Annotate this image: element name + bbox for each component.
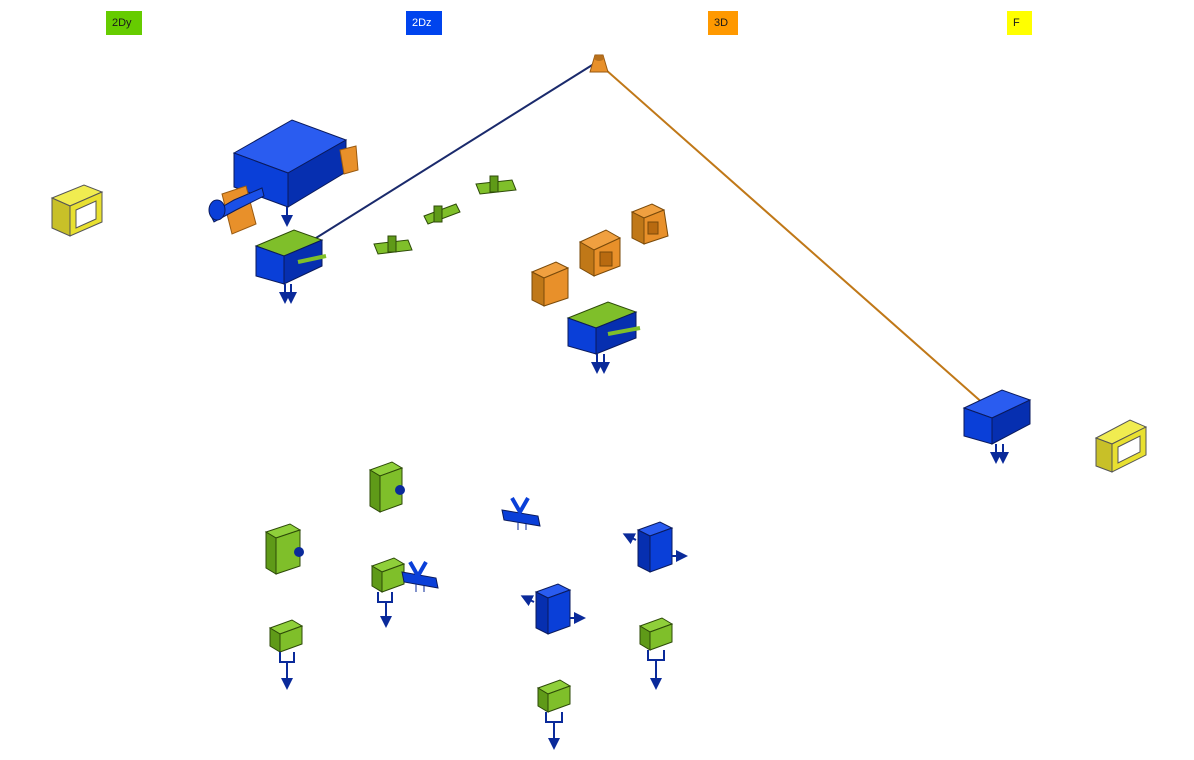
legend-tag-f: F — [1007, 11, 1032, 35]
blue-block-1[interactable] — [622, 521, 688, 573]
green-connector-3[interactable] — [475, 175, 517, 195]
green-element-2[interactable] — [264, 523, 304, 575]
legend-tag-3d: 3D — [708, 11, 738, 35]
orange-element-2[interactable] — [578, 229, 622, 277]
blue-block-2[interactable] — [520, 583, 586, 635]
blue-box-right[interactable] — [962, 389, 1032, 464]
blue-box-left[interactable] — [254, 229, 327, 304]
blue-y-connector-2[interactable] — [401, 561, 439, 592]
green-connector-2[interactable] — [423, 203, 461, 225]
yellow-frame-left[interactable] — [50, 184, 104, 237]
green-connector-1[interactable] — [373, 235, 413, 255]
green-element-5[interactable] — [638, 617, 674, 690]
cable-anchor[interactable] — [589, 54, 609, 73]
cable-blue — [299, 61, 598, 249]
cable-orange — [596, 61, 986, 406]
green-element-6[interactable] — [536, 679, 572, 750]
blue-box-center[interactable] — [566, 301, 641, 374]
green-element-3[interactable] — [370, 557, 406, 628]
green-element-4[interactable] — [268, 619, 304, 690]
large-blue-machine[interactable] — [208, 119, 359, 235]
green-element-1[interactable] — [368, 461, 405, 513]
orange-element-1[interactable] — [530, 261, 570, 307]
legend-tag-2dz: 2Dz — [406, 11, 442, 35]
yellow-frame-right[interactable] — [1094, 419, 1148, 473]
orange-element-3[interactable] — [630, 203, 669, 245]
legend-tag-2dy: 2Dy — [106, 11, 142, 35]
blue-y-connector-1[interactable] — [501, 497, 541, 530]
